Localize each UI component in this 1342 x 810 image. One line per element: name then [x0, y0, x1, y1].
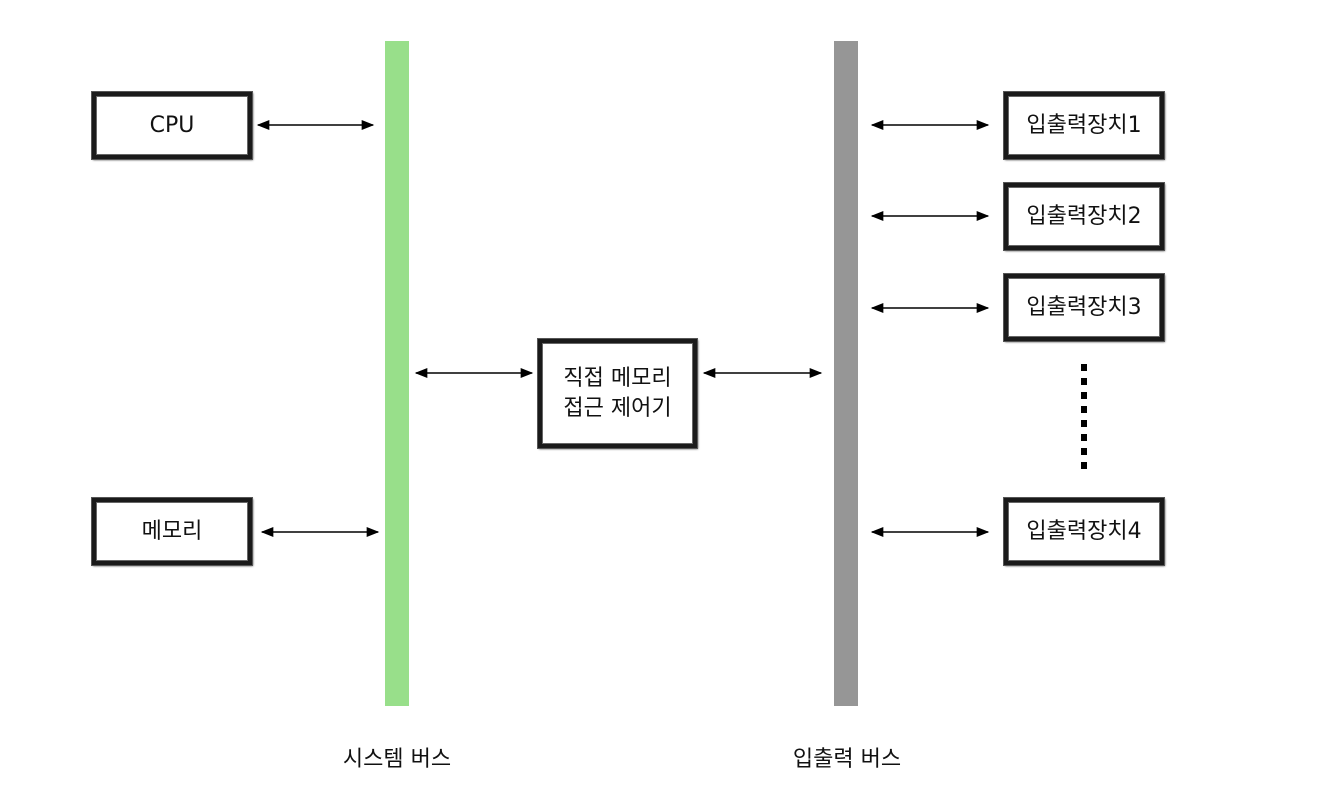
- ellipsis-dot: [1081, 406, 1087, 413]
- dma-controller-box: 직접 메모리 접근 제어기: [538, 339, 697, 448]
- system-bus-label: 시스템 버스: [342, 747, 452, 772]
- cpu-label: CPU: [149, 112, 195, 138]
- ellipsis-dot: [1081, 392, 1087, 399]
- cpu-box: CPU: [92, 92, 252, 159]
- io-device-2-label: 입출력장치2: [1026, 203, 1142, 229]
- io-device-1-label: 입출력장치1: [1026, 112, 1142, 138]
- io-bus-label: 입출력 버스: [792, 747, 902, 772]
- io-device-4-label: 입출력장치4: [1026, 518, 1142, 544]
- memory-box: 메모리: [92, 498, 252, 565]
- memory-label: 메모리: [141, 518, 203, 544]
- dma-label-line1: 직접 메모리: [563, 365, 672, 391]
- io-device-1-box: 입출력장치1: [1004, 92, 1164, 159]
- io-device-4-box: 입출력장치4: [1004, 498, 1164, 565]
- io-device-3-label: 입출력장치3: [1026, 294, 1142, 320]
- io-device-3-box: 입출력장치3: [1004, 274, 1164, 341]
- ellipsis-dot: [1081, 448, 1087, 455]
- ellipsis-dot: [1081, 420, 1087, 427]
- io-device-2-box: 입출력장치2: [1004, 183, 1164, 250]
- io-bus: [834, 41, 858, 706]
- ellipsis-dot: [1081, 378, 1087, 385]
- ellipsis-dot: [1081, 462, 1087, 469]
- dma-label-line2: 접근 제어기: [563, 395, 672, 421]
- system-bus: [385, 41, 409, 706]
- ellipsis-dot: [1081, 434, 1087, 441]
- ellipsis-dot: [1081, 364, 1087, 371]
